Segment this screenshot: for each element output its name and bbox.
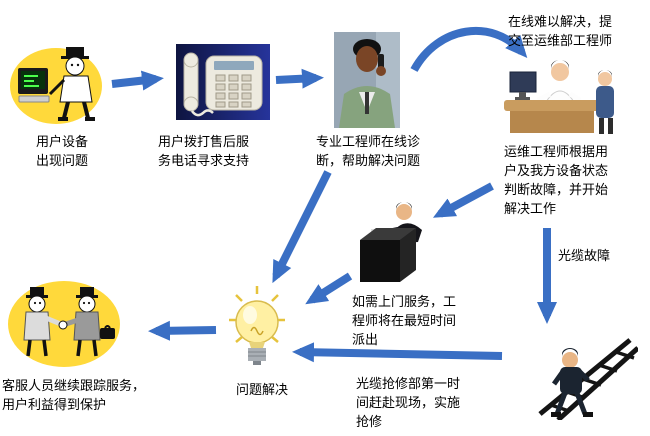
label-cable-repair: 光缆抢修部第一时 间赶赴现场，实施 抢修 [356,376,461,429]
label-ops-engineer: 运维工程师根据用 户及我方设备状态 判断故障，并开始 解决工作 [504,144,609,216]
label-cable-fault: 光缆故障 [558,248,611,263]
label-problem-solved: 问题解决 [236,382,289,397]
label-user-problem: 用户设备 出现问题 [36,134,89,168]
arrow-cablerepair-to-solved [292,342,503,363]
handshake-illustration [6,278,126,370]
user-computer-illustration [8,34,108,126]
arrow-user-to-phone [111,70,164,91]
ops-engineer-illustration [504,54,622,138]
arrow-phone-to-engineer [275,68,324,89]
label-online-diagnosis: 专业工程师在线诊 断，帮助解决问题 [316,134,421,168]
label-escalate: 在线难以解决，提 交至运维部工程师 [508,14,613,48]
label-followup: 客服人员继续跟踪服务， 用户利益得到保护 [2,378,146,412]
engineer-phone-illustration [334,32,400,128]
telephone-illustration [176,44,270,120]
arrow-engineer-to-solved [272,170,332,284]
label-call-service: 用户拨打售后服 务电话寻求支持 [158,134,250,168]
arrow-solved-to-followup [148,320,217,341]
label-onsite-dispatch: 如需上门服务，工 程师将在最短时间 派出 [352,294,457,347]
dispatch-worker-illustration [346,200,436,288]
lightbulb-illustration [227,284,287,376]
arrow-ops-to-dispatch [432,182,494,218]
cable-repair-illustration [506,326,638,420]
arrow-dispatch-to-solved [305,272,353,305]
